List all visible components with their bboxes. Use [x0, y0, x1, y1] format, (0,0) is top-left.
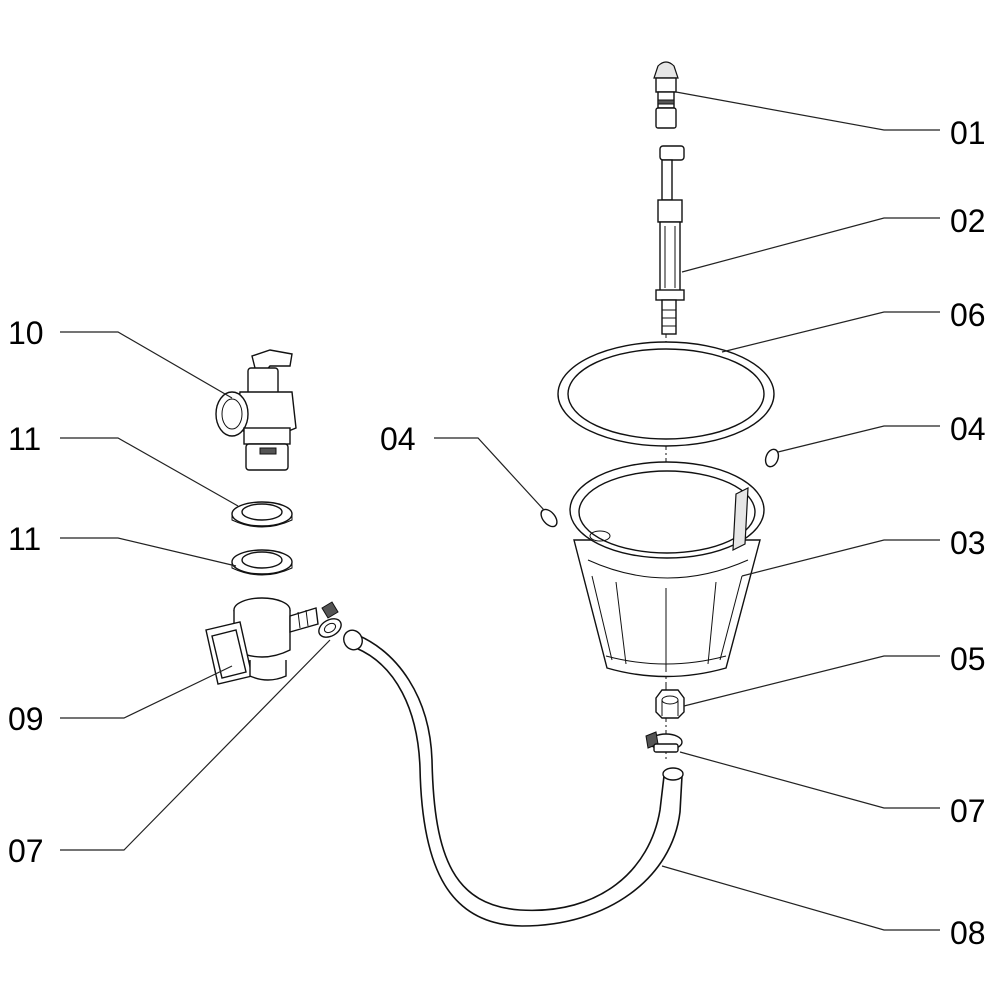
leader-11-bottom: [60, 537, 237, 567]
part-03-strainer-basket[interactable]: [569, 461, 765, 678]
leader-02: [681, 217, 940, 273]
leader-06: [721, 311, 940, 353]
part-11-washer-bottom[interactable]: [231, 549, 293, 576]
leader-11-top: [60, 437, 239, 507]
label-04-right: 04: [950, 411, 986, 447]
label-07-right: 07: [950, 793, 986, 829]
label-05: 05: [950, 641, 986, 677]
leader-09: [60, 665, 233, 719]
part-01-valve-head[interactable]: [653, 61, 679, 129]
leader-07-right: [679, 751, 940, 809]
part-08-hose[interactable]: [340, 627, 684, 927]
part-07-hose-clamp-right[interactable]: [645, 731, 683, 753]
leader-08: [661, 865, 940, 931]
label-08: 08: [950, 915, 986, 951]
part-04-o-ring-left[interactable]: [538, 506, 560, 529]
label-11-top: 11: [8, 421, 41, 457]
part-07-hose-clamp-left[interactable]: [316, 601, 345, 641]
leader-03: [741, 539, 940, 577]
part-11-washer-top[interactable]: [231, 501, 293, 528]
part-09-drain-body[interactable]: [205, 597, 319, 685]
leader-04-left: [434, 437, 545, 511]
leader-01: [675, 91, 940, 131]
label-11-bottom: 11: [8, 521, 41, 557]
part-05-nut[interactable]: [655, 689, 685, 719]
label-01: 01: [950, 115, 986, 151]
label-06: 06: [950, 297, 986, 333]
leader-10: [60, 331, 233, 399]
label-09: 09: [8, 701, 44, 737]
leader-07-left: [60, 639, 331, 851]
label-03: 03: [950, 525, 986, 561]
leader-05: [683, 655, 940, 707]
label-02: 02: [950, 203, 986, 239]
part-06-gasket-ring[interactable]: [557, 341, 775, 447]
leader-04-right: [777, 425, 940, 453]
part-04-o-ring-right[interactable]: [763, 447, 780, 468]
part-02-filter-stem[interactable]: [655, 145, 685, 335]
label-04-left: 04: [380, 421, 416, 457]
label-10: 10: [8, 315, 44, 351]
part-10-valve-body[interactable]: [215, 349, 297, 471]
label-07-left: 07: [8, 833, 44, 869]
